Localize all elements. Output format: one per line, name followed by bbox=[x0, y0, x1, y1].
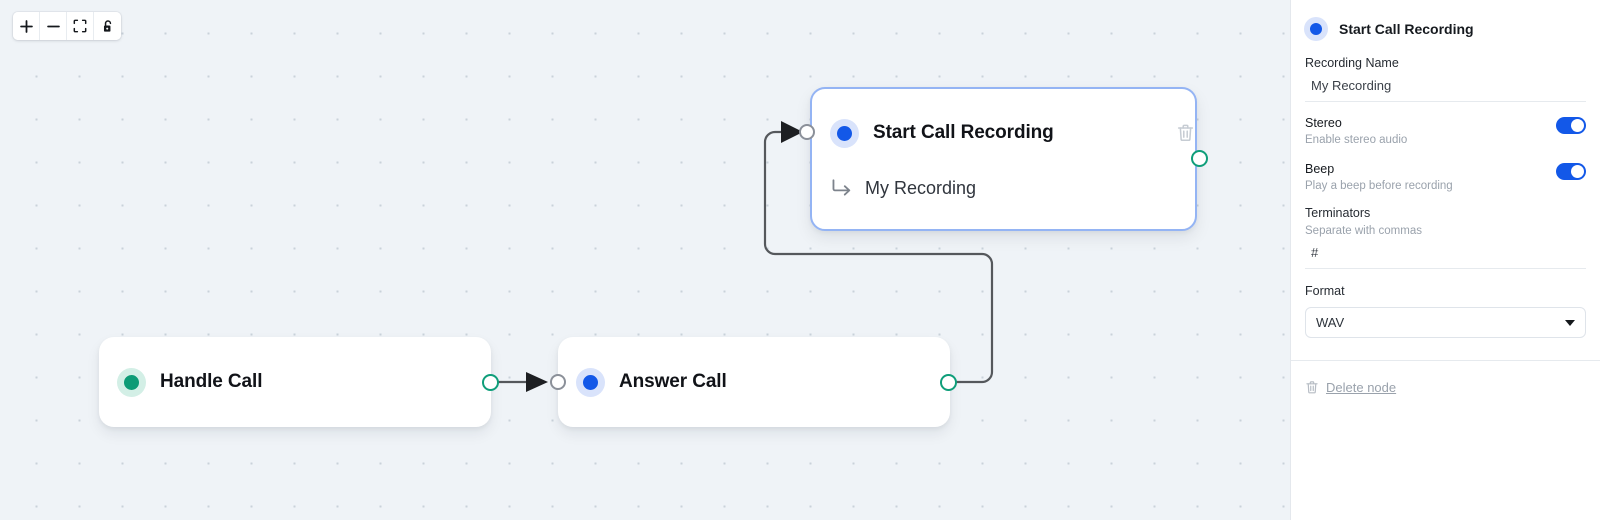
panel-header: Start Call Recording bbox=[1291, 0, 1600, 41]
field-stereo: Stereo Enable stereo audio bbox=[1305, 102, 1586, 148]
delete-node-button[interactable]: Delete node bbox=[1291, 361, 1600, 395]
field-format: Format WAV bbox=[1305, 269, 1586, 338]
node-handle-call[interactable]: Handle Call bbox=[99, 337, 491, 427]
edge-arrowhead-answer bbox=[526, 372, 548, 392]
trash-icon bbox=[1306, 381, 1318, 394]
stereo-description: Enable stereo audio bbox=[1305, 134, 1408, 146]
stereo-toggle[interactable] bbox=[1556, 117, 1586, 134]
field-recording-name: Recording Name bbox=[1305, 41, 1586, 102]
plus-icon bbox=[19, 19, 33, 33]
format-selected-value: WAV bbox=[1316, 315, 1345, 330]
zoom-in-button[interactable] bbox=[13, 12, 40, 40]
beep-label: Beep bbox=[1305, 162, 1335, 176]
terminators-label: Terminators bbox=[1305, 206, 1371, 220]
node-title-start-call-recording: Start Call Recording bbox=[873, 122, 1054, 143]
beep-description: Play a beep before recording bbox=[1305, 180, 1453, 192]
edge-layer bbox=[495, 121, 994, 392]
port-out-answer-call[interactable] bbox=[940, 374, 957, 391]
canvas-toolbar bbox=[13, 12, 121, 40]
delete-node-label: Delete node bbox=[1326, 380, 1397, 395]
terminators-input[interactable] bbox=[1305, 239, 1586, 269]
fit-view-button[interactable] bbox=[67, 12, 94, 40]
chevron-down-icon bbox=[1565, 319, 1575, 326]
node-answer-call[interactable]: Answer Call bbox=[558, 337, 950, 427]
zoom-out-button[interactable] bbox=[40, 12, 67, 40]
node-dot-inner bbox=[837, 125, 852, 141]
node-status-dot-start-call-recording bbox=[830, 118, 859, 148]
node-status-dot-answer-call bbox=[576, 367, 605, 397]
unlock-icon bbox=[103, 19, 111, 32]
panel-node-dot-inner bbox=[1310, 23, 1322, 35]
recording-name-label: Recording Name bbox=[1305, 56, 1399, 70]
port-out-handle-call[interactable] bbox=[482, 374, 499, 391]
lock-button[interactable] bbox=[94, 12, 121, 40]
node-title-answer-call: Answer Call bbox=[619, 371, 727, 392]
flow-canvas[interactable]: Handle Call Answer Call Start Call Recor… bbox=[0, 0, 1290, 520]
format-select[interactable]: WAV bbox=[1305, 307, 1586, 338]
beep-toggle[interactable] bbox=[1556, 163, 1586, 180]
trash-icon bbox=[1177, 124, 1194, 141]
node-subtitle-start-call-recording: My Recording bbox=[865, 177, 977, 198]
format-label: Format bbox=[1305, 284, 1345, 298]
stereo-label: Stereo bbox=[1305, 116, 1342, 130]
beep-toggle-knob bbox=[1571, 165, 1584, 178]
panel-body: Recording Name Stereo Enable stereo audi… bbox=[1291, 41, 1600, 338]
recording-name-input[interactable] bbox=[1305, 72, 1586, 102]
panel-divider bbox=[1291, 360, 1600, 361]
node-start-call-recording[interactable]: Start Call Recording bbox=[810, 87, 1197, 231]
field-terminators: Terminators Separate with commas bbox=[1305, 194, 1586, 269]
node-status-dot-handle-call bbox=[117, 367, 146, 397]
field-beep: Beep Play a beep before recording bbox=[1305, 148, 1586, 194]
stereo-toggle-knob bbox=[1571, 119, 1584, 132]
panel-title: Start Call Recording bbox=[1339, 21, 1474, 37]
minus-icon bbox=[46, 25, 60, 27]
fit-view-icon bbox=[73, 19, 87, 33]
node-dot-inner bbox=[583, 374, 598, 390]
port-out-start-call-recording[interactable] bbox=[1191, 150, 1208, 167]
terminators-description: Separate with commas bbox=[1305, 225, 1422, 237]
port-in-start-call-recording[interactable] bbox=[799, 124, 815, 140]
node-title-handle-call: Handle Call bbox=[160, 371, 263, 392]
node-dot-inner bbox=[124, 374, 139, 390]
port-in-answer-call[interactable] bbox=[550, 374, 566, 390]
node-delete-icon-button[interactable] bbox=[1176, 123, 1195, 143]
node-properties-panel: Start Call Recording Recording Name Ster… bbox=[1290, 0, 1600, 520]
panel-node-dot bbox=[1304, 17, 1328, 41]
subflow-arrow-icon bbox=[832, 179, 851, 196]
